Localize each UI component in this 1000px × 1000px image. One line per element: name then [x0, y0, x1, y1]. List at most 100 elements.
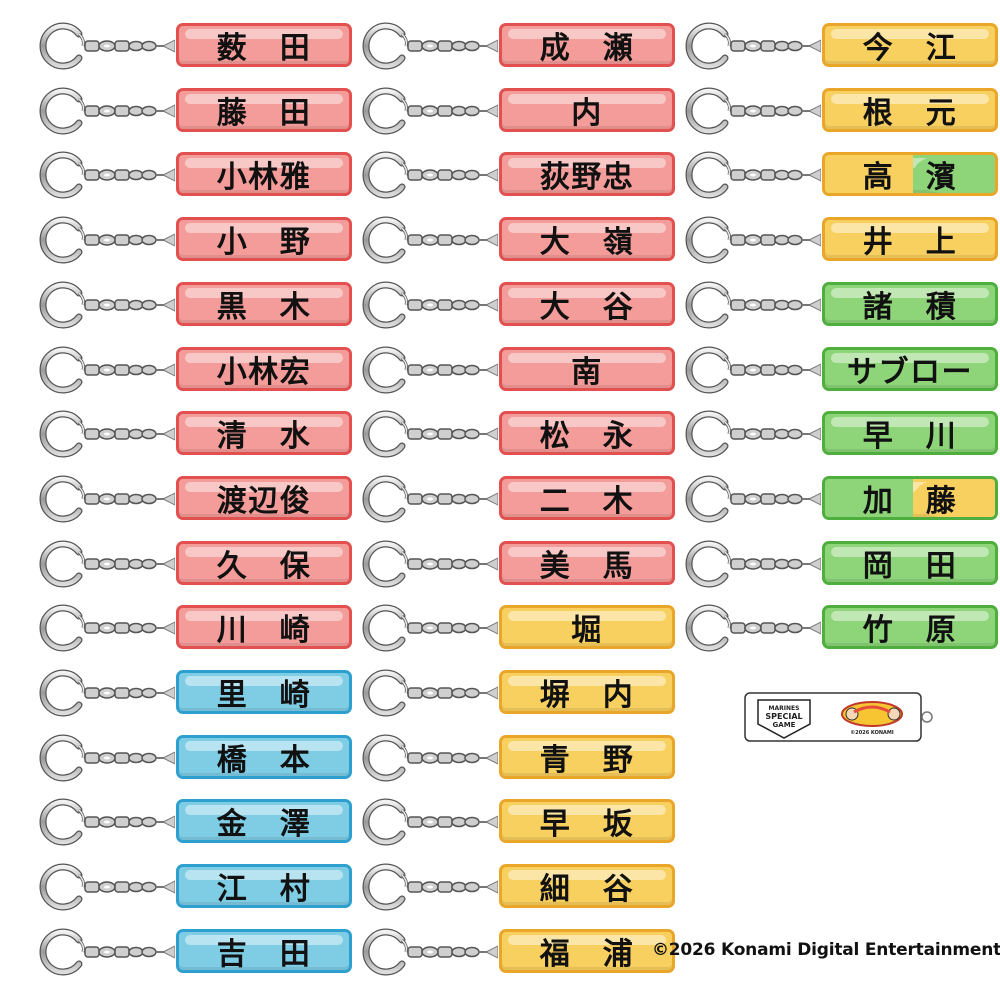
- keyring-icon: [685, 410, 821, 458]
- name-tag: 今 江: [822, 23, 998, 67]
- keyring-icon: [362, 410, 498, 458]
- keychain: 藤 田: [35, 85, 355, 137]
- keyring-icon: [362, 216, 498, 264]
- name-tag: 内: [499, 87, 675, 132]
- keychain: 黒 木: [35, 279, 355, 331]
- keychain: 松 永: [358, 408, 678, 460]
- name-tag: 塀 内: [499, 670, 675, 714]
- keyring-icon: [362, 346, 498, 393]
- keychain: 福 浦: [358, 926, 678, 978]
- name-tag: 橋 本: [176, 734, 352, 779]
- name-tag-label: 福 浦: [539, 936, 635, 972]
- logo-text-3: GAME: [773, 721, 796, 729]
- name-tag: 早 川: [822, 411, 998, 456]
- name-tag-label: 加 藤: [862, 483, 958, 519]
- name-tag: 里 崎: [176, 670, 352, 714]
- keyring-icon: [39, 281, 175, 329]
- name-tag-label: 諸 積: [862, 289, 958, 325]
- name-tag-label: 吉 田: [216, 936, 312, 972]
- name-tag-label: 小林雅: [216, 160, 312, 196]
- keychain: 早 川: [681, 408, 1000, 460]
- keyring-icon: [362, 475, 498, 523]
- keychain: 里 崎: [35, 667, 355, 719]
- name-tag: 清 水: [176, 411, 352, 456]
- keychain: 早 坂: [358, 796, 678, 848]
- name-tag-label: サブロー: [847, 354, 973, 390]
- keyring-icon: [362, 669, 498, 717]
- name-tag-label: 江 村: [216, 872, 312, 908]
- keyring-icon: [39, 410, 175, 458]
- keychain: 青 野: [358, 732, 678, 784]
- name-tag: 吉 田: [176, 928, 352, 973]
- keyring-icon: [39, 928, 175, 976]
- keychain: 清 水: [35, 408, 355, 460]
- keyring-icon: [39, 669, 175, 717]
- name-tag: 藤 田: [176, 87, 352, 132]
- name-tag: 渡辺俊: [176, 475, 352, 520]
- name-tag-label: 今 江: [862, 31, 958, 66]
- name-tag-label: 堀: [571, 613, 603, 649]
- name-tag-label: 細 谷: [539, 872, 635, 908]
- name-tag-label: 高 濱: [862, 160, 958, 196]
- name-tag: 小林宏: [176, 346, 352, 391]
- copyright-notice: ©2026 Konami Digital Entertainment: [652, 940, 1000, 960]
- name-tag: 江 村: [176, 864, 352, 909]
- keychain: 加 藤: [681, 473, 1000, 525]
- name-tag-label: 竹 原: [862, 613, 958, 649]
- name-tag-label: 成 瀬: [539, 31, 635, 66]
- name-tag: 竹 原: [822, 605, 998, 650]
- name-tag: 松 永: [499, 411, 675, 456]
- keyring-icon: [362, 281, 498, 329]
- name-tag: 荻野忠: [499, 152, 675, 197]
- keychain: 橋 本: [35, 732, 355, 784]
- keychain: 井 上: [681, 214, 1000, 266]
- name-tag-label: 美 馬: [539, 548, 635, 584]
- name-tag: 堀: [499, 605, 675, 650]
- keyring-icon: [685, 151, 821, 199]
- name-tag-label: 渡辺俊: [216, 483, 312, 519]
- keyring-icon: [362, 734, 498, 782]
- name-tag-label: 清 水: [216, 419, 312, 455]
- keyring-icon: [362, 863, 498, 911]
- name-tag: 薮 田: [176, 23, 352, 67]
- name-tag-label: 岡 田: [862, 548, 958, 584]
- keychain: 小林宏: [35, 344, 355, 396]
- keychain: 二 木: [358, 473, 678, 525]
- name-tag: 井 上: [822, 217, 998, 262]
- name-tag: 大 嶺: [499, 217, 675, 262]
- keychain: 大 嶺: [358, 214, 678, 266]
- keychain: 薮 田: [35, 20, 355, 72]
- sample-small-copyright: ©2026 KONAMI: [850, 730, 894, 736]
- name-tag-label: 荻野忠: [539, 160, 635, 196]
- marines-special-game-logo: MARINES SPECIAL GAME: [757, 699, 811, 739]
- name-tag-label: 里 崎: [216, 678, 312, 713]
- keyring-icon: [362, 604, 498, 652]
- keyring-icon: [685, 281, 821, 329]
- name-tag: サブロー: [822, 346, 998, 391]
- keyring-icon: [362, 798, 498, 846]
- name-tag: 小林雅: [176, 152, 352, 197]
- keychain: 根 元: [681, 85, 1000, 137]
- name-tag-label: 早 坂: [539, 807, 635, 843]
- name-tag-label: 南: [571, 354, 603, 390]
- name-tag: 小 野: [176, 217, 352, 262]
- name-tag-label: 塀 内: [539, 678, 635, 713]
- keychain: 大 谷: [358, 279, 678, 331]
- keyring-icon: [362, 928, 498, 976]
- name-tag: 成 瀬: [499, 23, 675, 67]
- keyring-icon: [685, 346, 821, 393]
- name-tag-label: 小林宏: [216, 354, 312, 390]
- name-tag-label: 松 永: [539, 419, 635, 455]
- keychain: 美 馬: [358, 538, 678, 590]
- keyring-icon: [685, 604, 821, 652]
- keychain: 吉 田: [35, 926, 355, 978]
- name-tag: 加 藤: [822, 475, 998, 520]
- keyring-icon: [39, 216, 175, 264]
- name-tag: 川 崎: [176, 605, 352, 650]
- keychain: 細 谷: [358, 861, 678, 913]
- name-tag-label: 川 崎: [216, 613, 312, 649]
- keyring-icon: [362, 22, 498, 70]
- keychain: 小 野: [35, 214, 355, 266]
- keychain: 江 村: [35, 861, 355, 913]
- name-tag-label: 根 元: [862, 95, 958, 131]
